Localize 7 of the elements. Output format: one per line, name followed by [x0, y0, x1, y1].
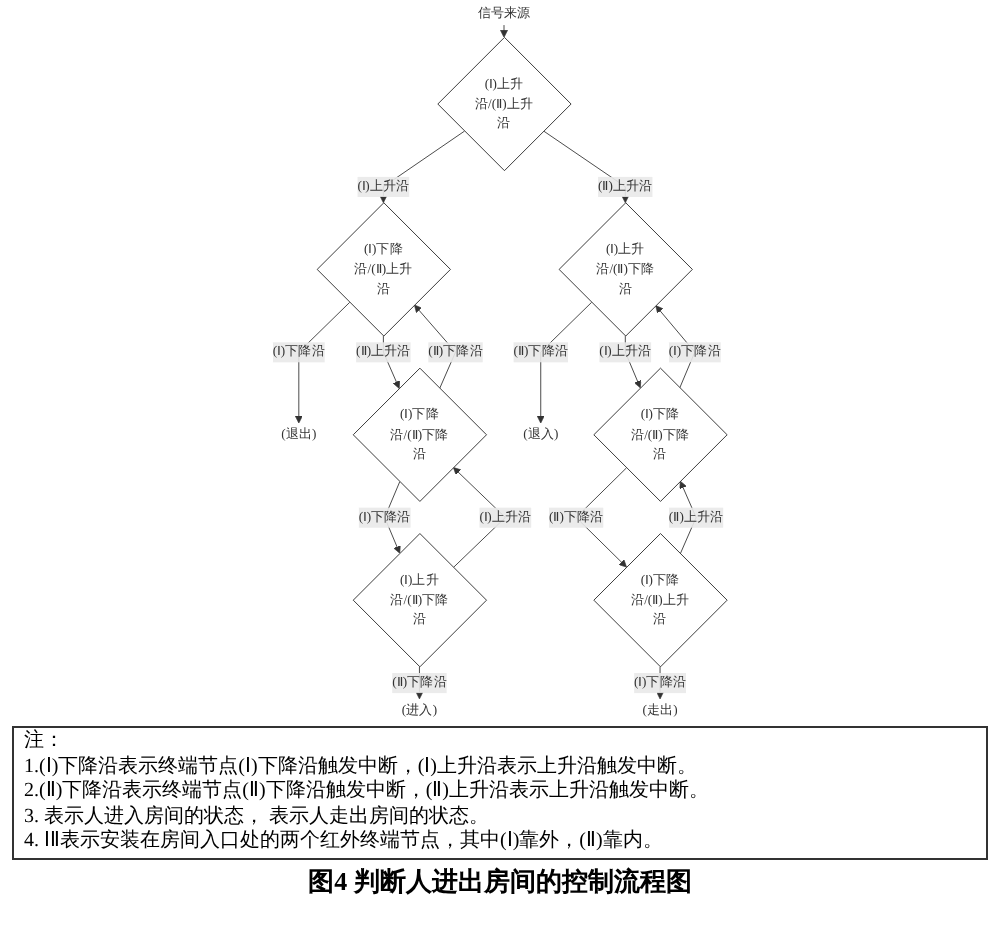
note-text: 2.(Ⅱ)下降沿表示终端节点(Ⅱ)下降沿触发中断，(Ⅱ)上升沿表示上升沿触发中断。 — [24, 780, 711, 805]
note-text: 1.(Ⅰ)下降沿表示终端节点(Ⅰ)下降沿触发中断，(Ⅰ)上升沿表示上升沿触发中断。 — [24, 755, 699, 779]
arrow — [500, 24, 508, 38]
figure-caption: 图4 判断人进出房间的控制流程图 — [306, 863, 694, 899]
note-text: 3. 表示人进入房间的状态， 表示人走出房间的状态。 — [24, 805, 491, 829]
note-heading: 注： — [24, 730, 66, 755]
note-text: 4. ⅠⅡ表示安装在房间入口处的两个红外终端节点，其中(Ⅰ)靠外，(Ⅱ)靠内。 — [24, 830, 665, 855]
